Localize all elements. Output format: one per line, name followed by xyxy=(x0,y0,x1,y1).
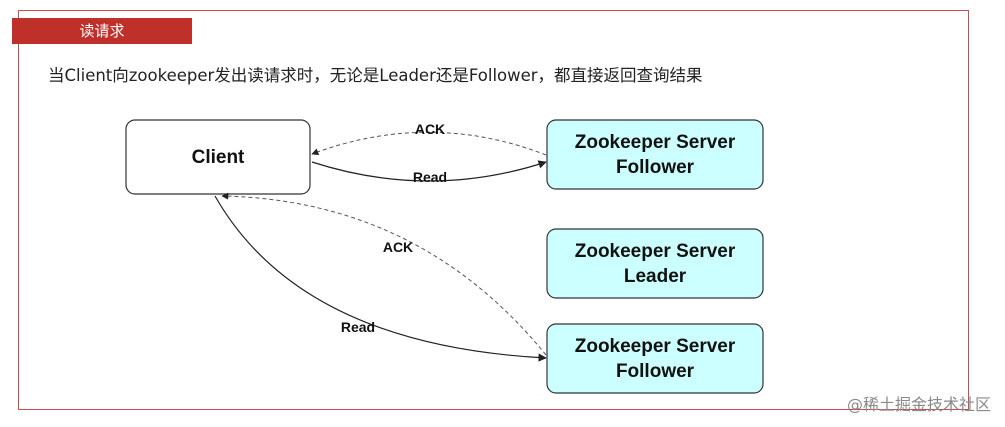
leader-label-line1: Zookeeper Server xyxy=(575,241,736,262)
leader-label-line2: Leader xyxy=(624,266,687,287)
follower-top-label-line1: Zookeeper Server xyxy=(575,132,736,153)
content-frame xyxy=(18,10,969,410)
client-node: Client xyxy=(125,119,311,195)
watermark-text: @稀土掘金技术社区 xyxy=(846,395,991,414)
top-ack-arrow xyxy=(311,131,547,156)
bottom-read-arrow xyxy=(214,195,547,362)
follower-bottom-label-line1: Zookeeper Server xyxy=(575,336,736,357)
top-ack-label: ACK xyxy=(415,121,445,137)
bottom-ack-label: ACK xyxy=(383,239,413,255)
client-label: Client xyxy=(192,147,245,168)
top-read-label: Read xyxy=(413,169,447,185)
follower-top-label-line2: Follower xyxy=(616,157,695,178)
follower-top-node: Zookeeper Server Follower xyxy=(546,119,764,190)
section-title: 读请求 xyxy=(12,18,192,44)
intro-text: 当Client向zookeeper发出读请求时，无论是Leader还是Follo… xyxy=(48,66,703,85)
follower-bottom-label-line2: Follower xyxy=(616,361,695,382)
top-read-arrow xyxy=(311,160,547,182)
leader-node: Zookeeper Server Leader xyxy=(546,228,764,299)
follower-bottom-node: Zookeeper Server Follower xyxy=(546,323,764,394)
bottom-read-label: Read xyxy=(341,319,375,335)
bottom-ack-arrow xyxy=(221,192,547,356)
